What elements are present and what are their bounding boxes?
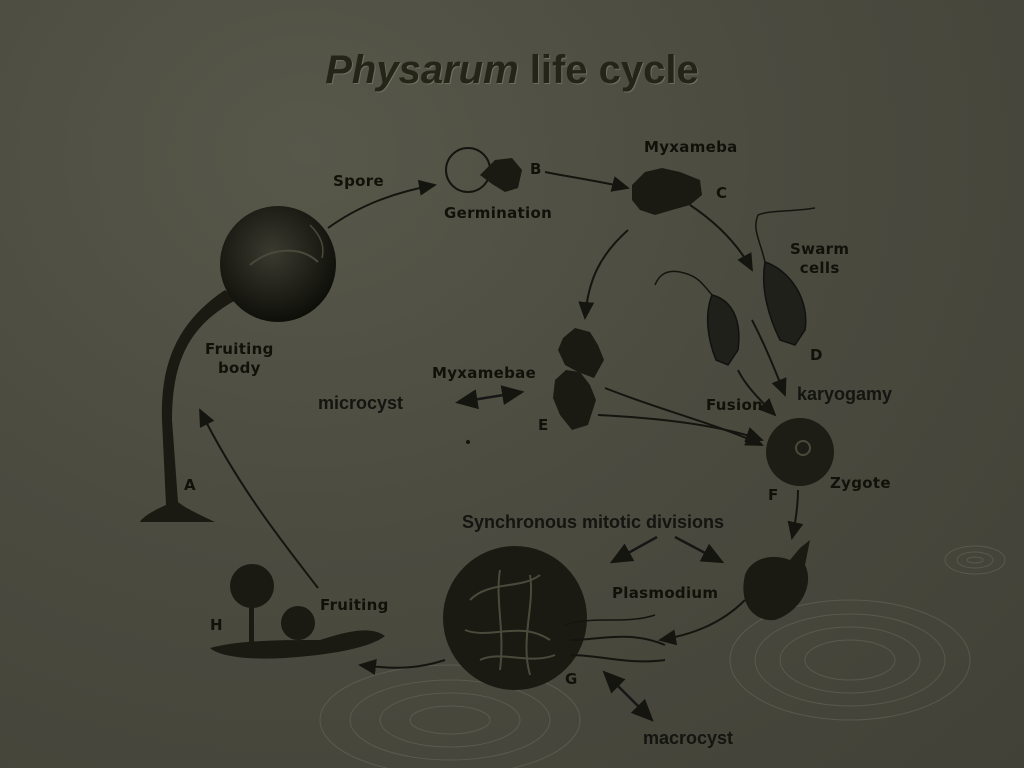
overlay-arrows (455, 385, 725, 722)
annotation-synchronous-divisions: Synchronous mitotic divisions (462, 512, 725, 532)
annotation-macrocyst: macrocyst (643, 728, 734, 748)
label-e: E (538, 416, 549, 434)
myxameba-drawing (632, 168, 702, 215)
annotation-microcyst: microcyst (318, 393, 404, 413)
young-plasmodium-drawing (743, 540, 810, 621)
fruiting-drawing (210, 564, 385, 659)
label-fruiting: Fruiting (320, 596, 389, 614)
label-fusion: Fusion (706, 396, 764, 414)
title-genus: Physarum (325, 48, 519, 92)
swarm-cells-drawing (654, 207, 816, 366)
label-myxamebae: Myxamebae (432, 364, 537, 382)
label-swarm-line1: Swarm (790, 240, 850, 258)
slide-title: Physarum life cycle (0, 48, 1024, 93)
zygote-drawing (766, 418, 834, 486)
label-c: C (716, 184, 728, 202)
label-fruiting-body-line1: Fruiting (205, 340, 274, 358)
plasmodium-drawing (443, 546, 666, 690)
label-swarm-cells: Swarm cells (790, 240, 849, 278)
label-zygote: Zygote (830, 474, 891, 492)
dot-mark (466, 440, 470, 444)
fruiting-body-drawing (140, 206, 336, 522)
label-g: G (565, 670, 578, 688)
label-spore: Spore (333, 172, 384, 190)
label-myxameba: Myxameba (644, 138, 738, 156)
title-rest: life cycle (518, 48, 699, 92)
label-d: D (810, 346, 823, 364)
label-b: B (530, 160, 542, 178)
label-plasmodium: Plasmodium (612, 584, 719, 602)
annotation-karyogamy: karyogamy (797, 384, 893, 404)
cycle-arrows (199, 171, 804, 675)
label-fruiting-body: Fruiting body (205, 340, 274, 378)
label-germination: Germination (444, 204, 553, 222)
label-swarm-line2: cells (799, 259, 840, 277)
myxamebae-drawing (553, 328, 604, 430)
label-h: H (210, 616, 223, 634)
label-fruiting-body-line2: body (217, 359, 261, 377)
label-a: A (184, 476, 196, 494)
germination-drawing (445, 147, 522, 193)
label-f: F (768, 486, 779, 504)
